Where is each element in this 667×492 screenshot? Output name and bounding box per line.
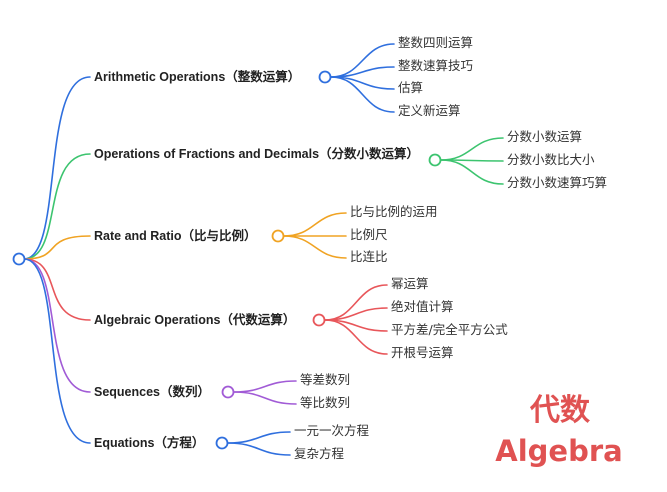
leaf-connector xyxy=(227,442,291,456)
branch-label[interactable]: Algebraic Operations（代数运算） xyxy=(94,313,296,327)
leaf-connector xyxy=(440,137,504,161)
branch-collapse-toggle[interactable] xyxy=(318,70,332,84)
branch-collapse-toggle[interactable] xyxy=(312,313,326,327)
leaf-label[interactable]: 比与比例的运用 xyxy=(350,204,438,219)
leaf-label[interactable]: 开根号运算 xyxy=(391,345,454,360)
branch-label[interactable]: Rate and Ratio（比与比例） xyxy=(94,229,257,243)
leaf-label[interactable]: 一元一次方程 xyxy=(294,423,370,438)
leaf-label[interactable]: 分数小数速算巧算 xyxy=(507,175,608,190)
watermark-chinese: 代数 xyxy=(530,393,590,428)
leaf-label[interactable]: 估算 xyxy=(398,80,424,95)
branch-connector xyxy=(23,258,91,393)
leaf-label[interactable]: 绝对值计算 xyxy=(391,299,454,314)
branch-collapse-toggle[interactable] xyxy=(271,229,285,243)
branch-label[interactable]: Equations（方程） xyxy=(94,436,205,450)
leaf-connector xyxy=(283,235,347,259)
leaf-label[interactable]: 整数四则运算 xyxy=(398,35,474,50)
leaf-label[interactable]: 定义新运算 xyxy=(398,103,461,118)
leaf-label[interactable]: 等比数列 xyxy=(300,395,351,410)
leaf-connector xyxy=(283,212,347,237)
branch-label[interactable]: Sequences（数列） xyxy=(94,385,211,399)
watermark-english: Algebra xyxy=(495,434,623,468)
leaf-label[interactable]: 比例尺 xyxy=(350,227,388,242)
branch-label[interactable]: Operations of Fractions and Decimals（分数小… xyxy=(94,147,420,161)
leaf-label[interactable]: 复杂方程 xyxy=(294,446,345,461)
leaf-label[interactable]: 分数小数比大小 xyxy=(507,152,595,167)
leaf-label[interactable]: 等差数列 xyxy=(300,372,351,387)
branch-connector xyxy=(23,258,91,321)
branch-connector xyxy=(23,235,91,260)
leaf-label[interactable]: 分数小数运算 xyxy=(507,129,583,144)
branch-connector xyxy=(23,76,91,260)
leaf-connector xyxy=(227,431,291,444)
branch-collapse-toggle[interactable] xyxy=(221,385,235,399)
leaf-label[interactable]: 比连比 xyxy=(350,249,388,264)
root-node-toggle[interactable] xyxy=(12,252,26,266)
leaf-connector xyxy=(233,391,297,405)
branch-connector xyxy=(23,258,91,444)
branch-label[interactable]: Arithmetic Operations（整数运算） xyxy=(94,70,301,84)
branch-collapse-toggle[interactable] xyxy=(428,153,442,167)
leaf-connector xyxy=(233,380,297,393)
branch-connector xyxy=(23,153,91,260)
leaf-label[interactable]: 平方差/完全平方公式 xyxy=(391,322,508,337)
leaf-label[interactable]: 幂运算 xyxy=(391,276,429,291)
branch-collapse-toggle[interactable] xyxy=(215,436,229,450)
leaf-connector xyxy=(440,159,504,185)
leaf-connector xyxy=(324,319,388,355)
leaf-label[interactable]: 整数速算技巧 xyxy=(398,58,474,73)
leaf-connector xyxy=(330,76,395,113)
